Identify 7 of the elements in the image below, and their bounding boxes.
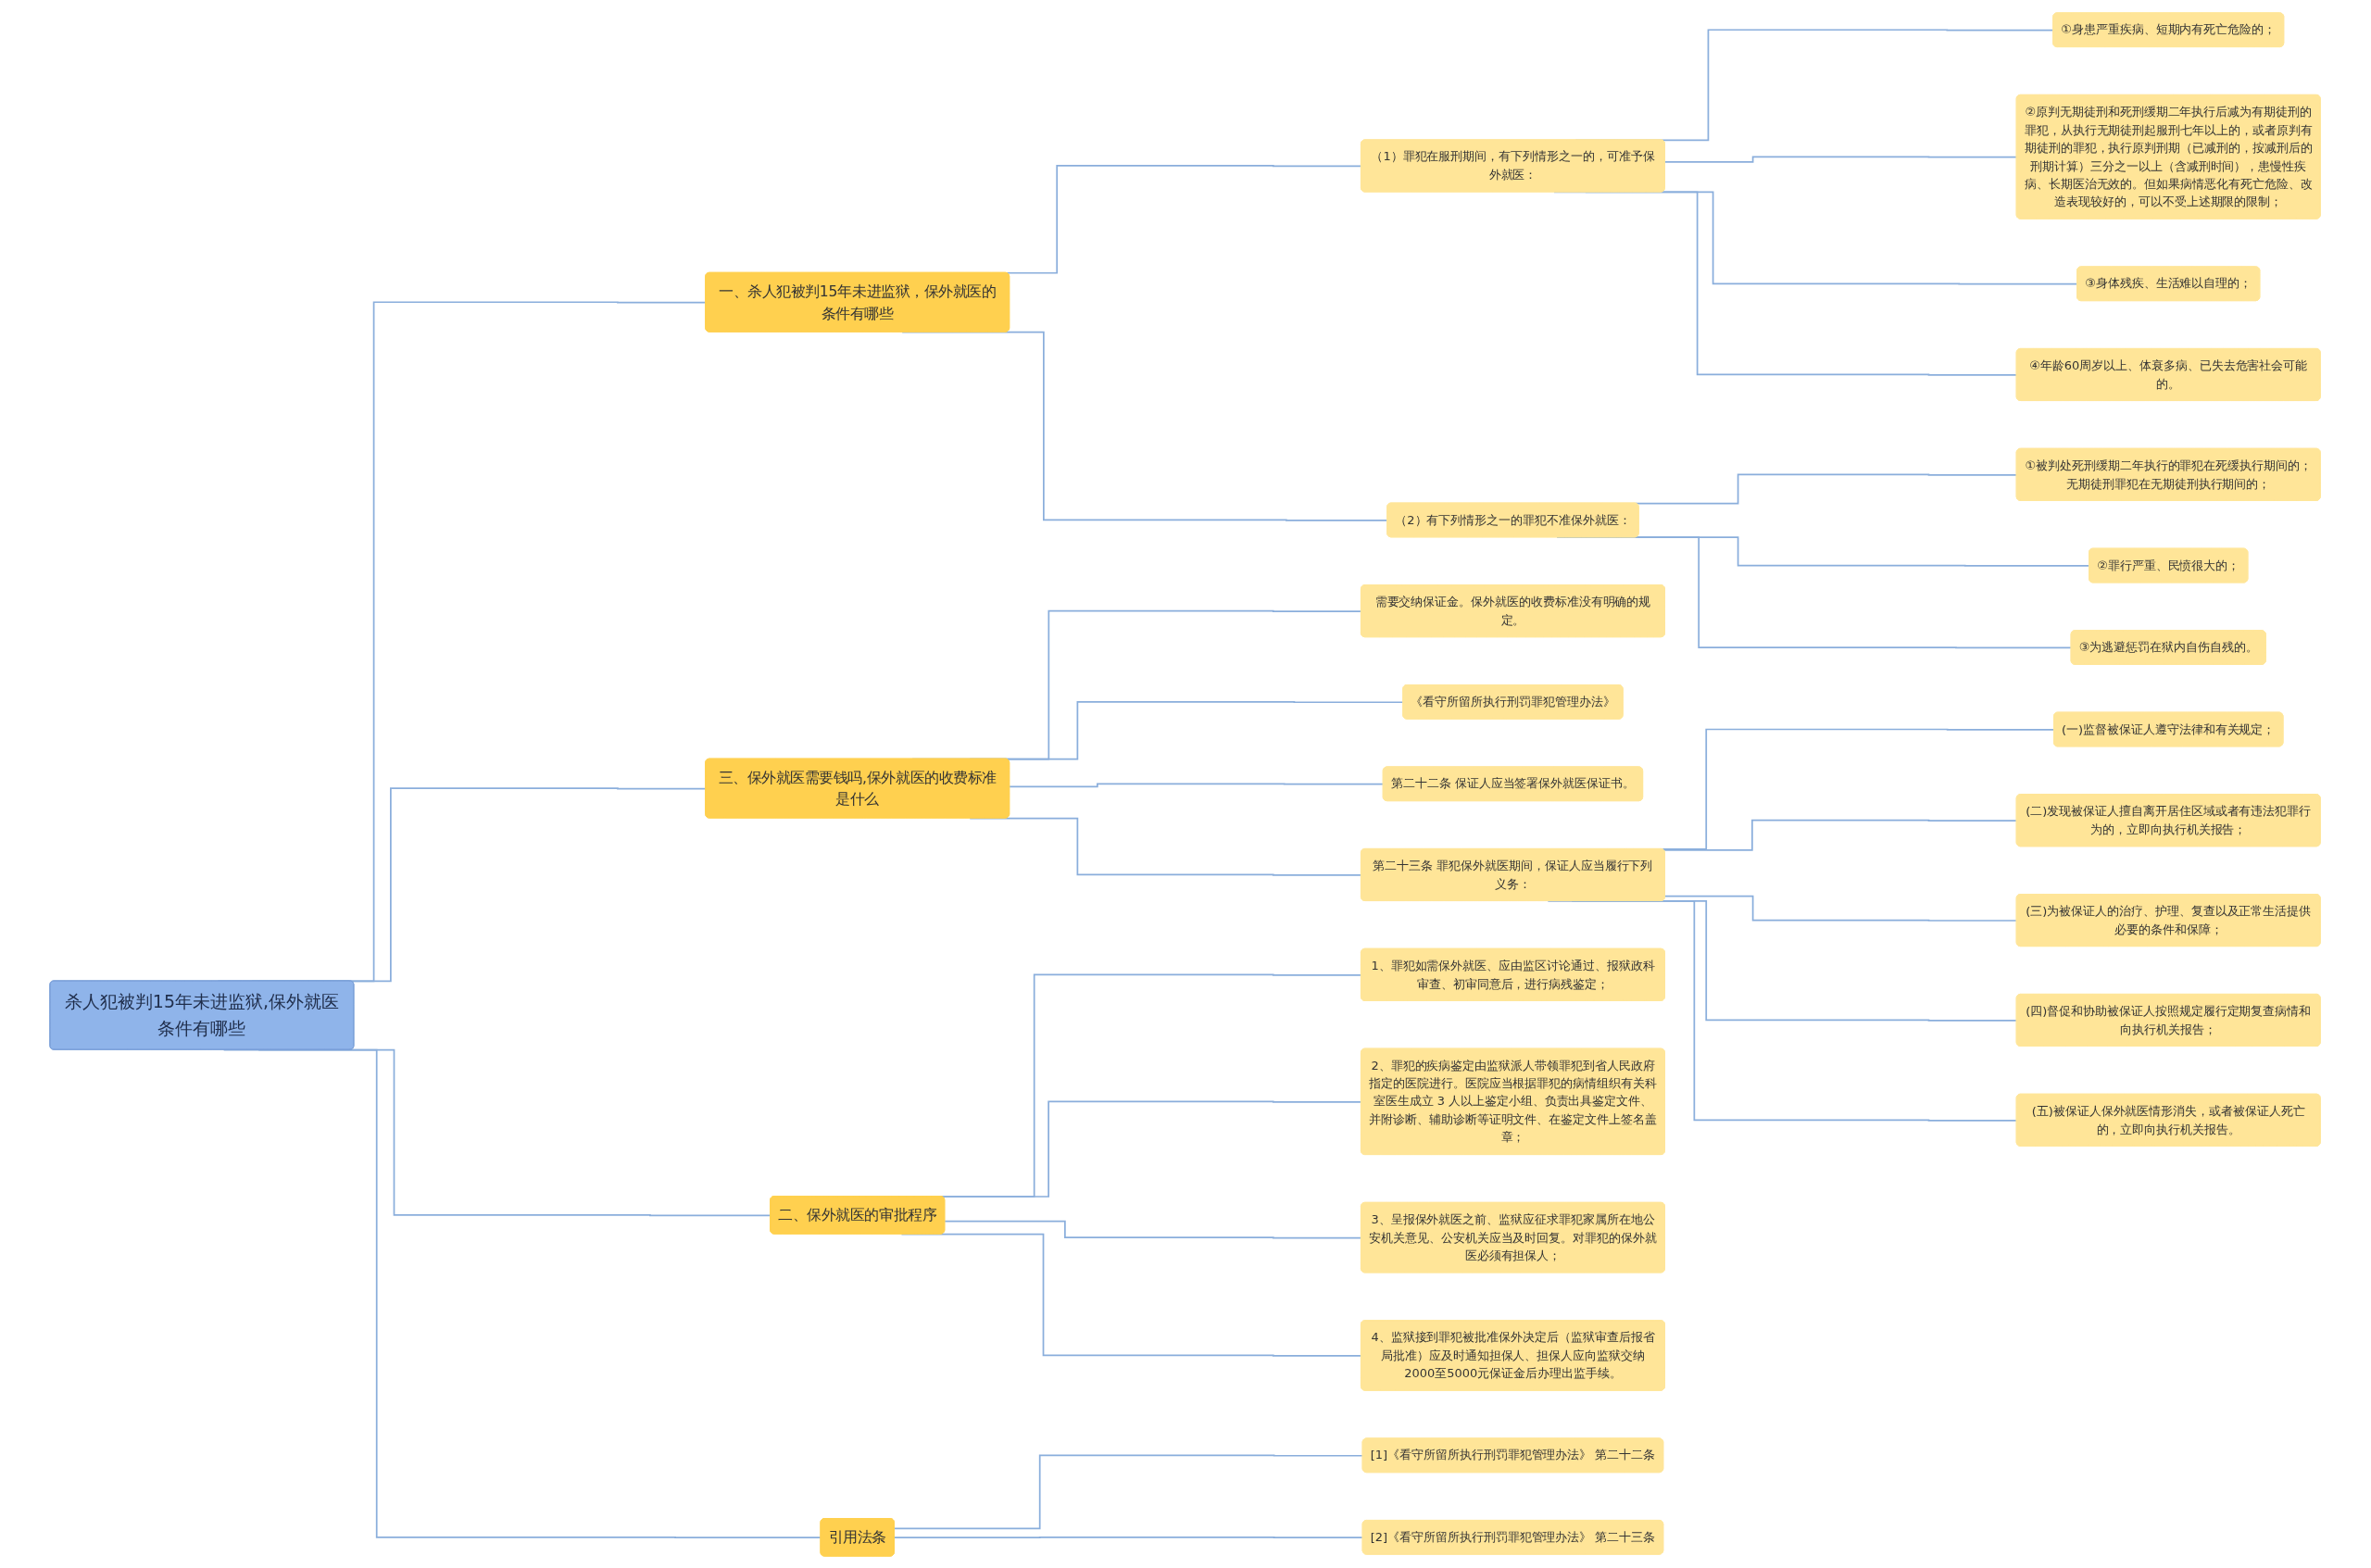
connector [894, 1536, 1364, 1538]
connector [1664, 155, 2018, 163]
connector [894, 1453, 1364, 1529]
connector [1009, 782, 1385, 787]
connector [1662, 819, 2018, 851]
connector [1664, 895, 2018, 922]
connector [1635, 473, 2018, 504]
